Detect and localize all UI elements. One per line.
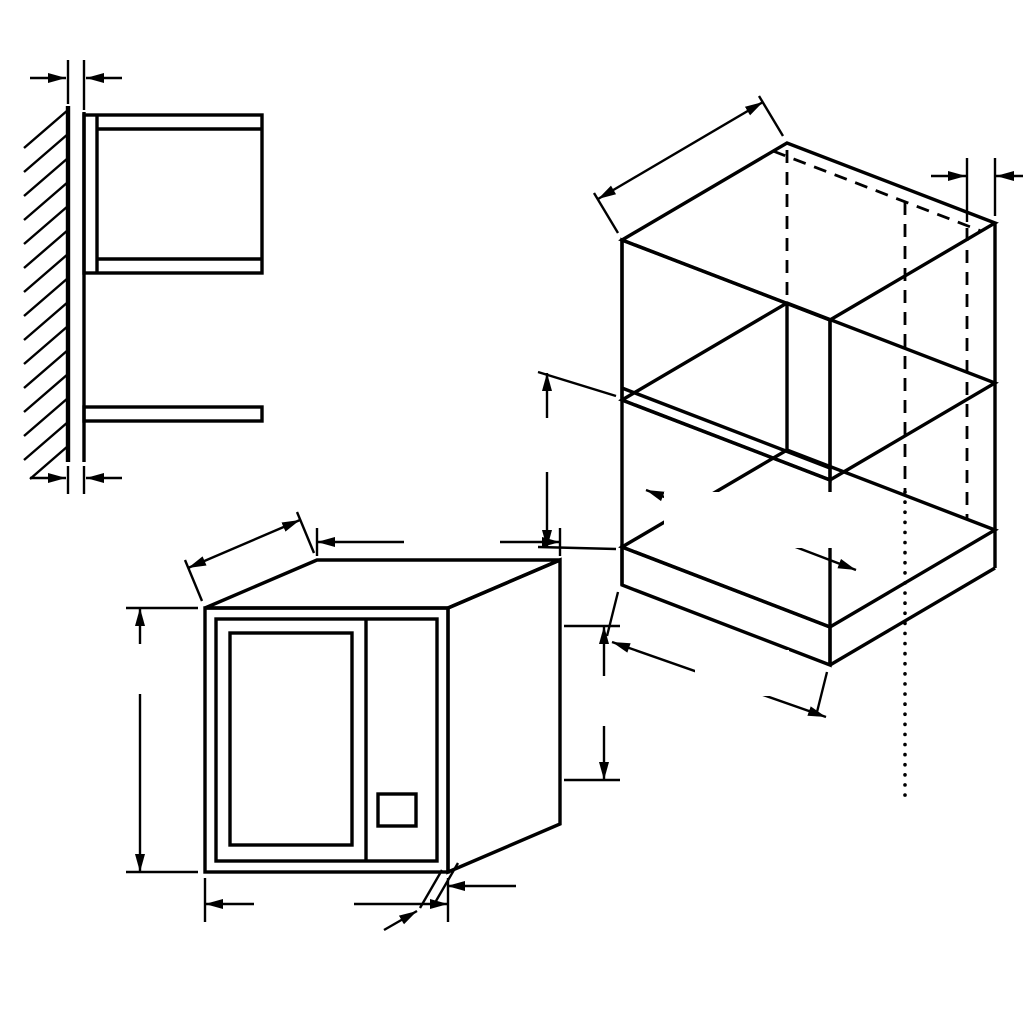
hidden-edge (772, 149, 982, 233)
appliance-door (214, 617, 439, 863)
extension-line (814, 671, 829, 717)
door-window (228, 631, 354, 847)
appliance-drawing (92, 502, 666, 932)
wall-hatch (23, 109, 69, 480)
wall-section-detail (23, 60, 264, 494)
label-backplate (254, 876, 354, 920)
extension-line (295, 511, 316, 554)
label-backplate (664, 492, 834, 548)
niche-ceiling (618, 301, 999, 482)
right-panel-bottom-edge (829, 566, 996, 667)
label-backplate (92, 644, 190, 694)
cabinet-top-face (618, 141, 999, 322)
extension-line (537, 545, 617, 551)
control-display (376, 792, 418, 828)
extension-tick (418, 869, 444, 909)
cabinet-upper-front-panel (620, 237, 832, 483)
shelf-front-band (620, 544, 832, 668)
label-backplate (494, 418, 618, 472)
extension-line (605, 591, 620, 637)
bottom-shelf-section (82, 405, 264, 423)
dimension-line (187, 518, 301, 570)
label-backplate (566, 676, 666, 726)
appliance-right-face (446, 557, 562, 875)
niche-drawing (494, 95, 1023, 800)
dimension-arrow (383, 909, 418, 932)
cabinet-section-box (82, 113, 264, 275)
appliance-front-frame (203, 606, 450, 874)
dimension-line (597, 100, 764, 201)
label-backplate (404, 502, 500, 550)
extension-line (592, 192, 620, 234)
extension-line (537, 370, 617, 398)
label-backplate (695, 650, 789, 696)
